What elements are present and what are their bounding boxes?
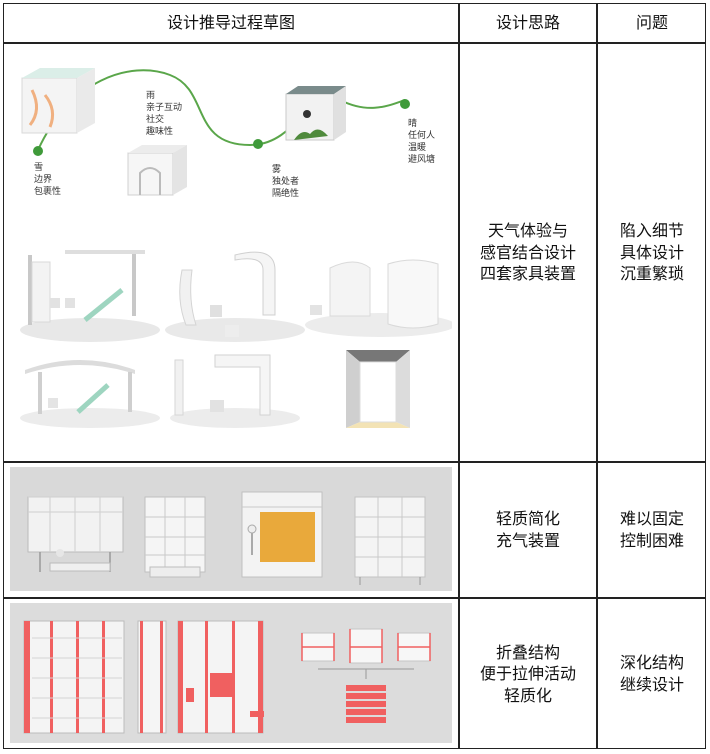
header-idea: 设计思路 — [495, 13, 560, 33]
row2-idea: 轻质简化 充气装置 — [495, 509, 560, 550]
row2-divider — [4, 597, 705, 599]
inflatable-sketch — [27, 491, 426, 585]
furniture-render-6 — [346, 350, 410, 428]
header-divider — [4, 42, 705, 44]
sun-label: 晴 — [408, 117, 417, 129]
furniture-render-1 — [20, 250, 160, 342]
row1-divider — [4, 461, 705, 463]
row1-problem: 陷入细节 具体设计 沉重繁琐 — [619, 221, 684, 284]
fog-item-1: 独处者 — [272, 175, 299, 187]
col1-divider — [458, 4, 460, 748]
folding-elevation-1 — [23, 620, 125, 734]
row1-sketch-panel: 雨 亲子互动 社交 趣味性 雪 边界 包裹性 雾 独处者 隔绝性 晴 任何人 温… — [10, 50, 452, 456]
furniture-render-3 — [305, 259, 452, 337]
snow-label: 雪 — [34, 162, 43, 173]
fog-label: 雾 — [272, 164, 281, 175]
sun-item-2: 温暖 — [408, 141, 426, 153]
snow-item-2: 包裹性 — [34, 185, 61, 197]
folded-stack — [346, 685, 386, 723]
snow-node — [33, 146, 43, 156]
inflatable-render-3 — [241, 491, 323, 578]
rain-item-2: 社交 — [146, 113, 164, 125]
row1-idea: 天气体验与 感官结合设计 四套家具装置 — [479, 221, 576, 284]
folding-module-2 — [349, 628, 383, 664]
sun-item-3: 避风塘 — [408, 153, 435, 165]
folding-elevation-2 — [177, 620, 264, 734]
furniture-render-2 — [165, 251, 305, 342]
furniture-render-5 — [170, 354, 300, 428]
rain-cube-thumb — [127, 145, 187, 196]
furniture-render-4 — [20, 360, 160, 428]
row2-sketch-panel — [10, 467, 452, 591]
fog-item-2: 隔绝性 — [272, 187, 299, 199]
inflatable-render-1 — [27, 496, 124, 572]
row3-problem: 深化结构 继续设计 — [619, 653, 684, 694]
col2-divider — [596, 4, 598, 748]
rain-item-3: 趣味性 — [146, 125, 173, 137]
sun-node — [400, 99, 410, 109]
header-sketch: 设计推导过程草图 — [166, 13, 295, 33]
row3-idea: 折叠结构 便于拉伸活动 轻质化 — [479, 642, 576, 705]
folding-module-3 — [397, 632, 431, 662]
folding-module-1 — [301, 632, 335, 662]
design-table: 设计推导过程草图 设计思路 问题 — [3, 3, 706, 749]
inflatable-render-4 — [354, 496, 426, 585]
fog-node — [253, 139, 263, 149]
snow-item-1: 边界 — [34, 174, 52, 185]
folding-section — [137, 620, 167, 734]
rain-label: 雨 — [146, 90, 155, 101]
inflatable-render-2 — [144, 496, 206, 578]
row2-problem: 难以固定 控制困难 — [619, 509, 684, 550]
fog-cube-thumb — [285, 86, 346, 141]
module-connector — [318, 668, 414, 679]
row3-sketch-panel — [10, 603, 452, 743]
rain-item-1: 亲子互动 — [146, 101, 182, 113]
header-problem: 问题 — [635, 13, 668, 33]
snow-cube-thumb — [21, 68, 95, 134]
weather-furniture-sketch: 雨 亲子互动 社交 趣味性 雪 边界 包裹性 雾 独处者 隔绝性 晴 任何人 温… — [20, 68, 452, 428]
folding-structure-sketch — [23, 620, 431, 734]
sun-item-1: 任何人 — [408, 129, 435, 141]
